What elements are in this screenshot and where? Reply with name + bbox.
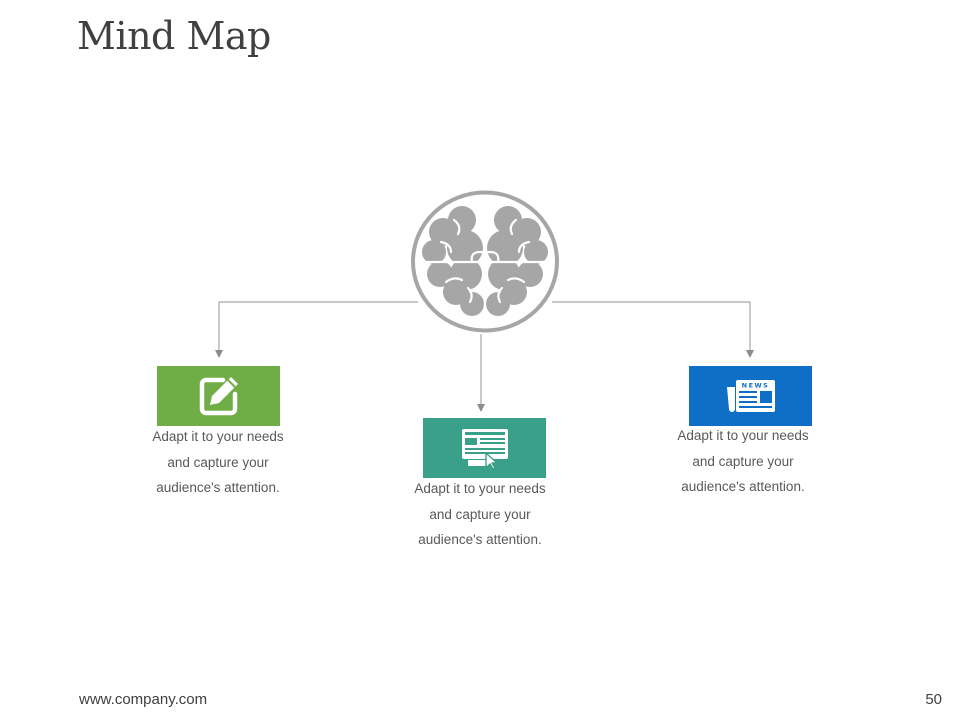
newspaper-icon: NEWS <box>726 380 775 412</box>
connector-left <box>215 301 418 358</box>
page-number: 50 <box>925 691 942 708</box>
connector-right <box>552 301 754 358</box>
node-news-tile: NEWS <box>689 366 812 426</box>
footer-url: www.company.com <box>79 691 208 708</box>
node-news-caption: Adapt it to your needs and capture your … <box>677 428 809 494</box>
center-node <box>410 190 560 333</box>
web-page-icon <box>461 429 508 469</box>
node-web-caption: Adapt it to your needs and capture your … <box>414 481 546 547</box>
brain-icon <box>411 190 559 333</box>
node-web-tile <box>423 418 546 478</box>
node-edit-tile <box>157 366 280 426</box>
node-edit-caption: Adapt it to your needs and capture your … <box>152 429 284 495</box>
newspaper-icon-label: NEWS <box>741 382 769 390</box>
slide-title: Mind Map <box>77 14 271 58</box>
edit-icon <box>199 377 238 416</box>
